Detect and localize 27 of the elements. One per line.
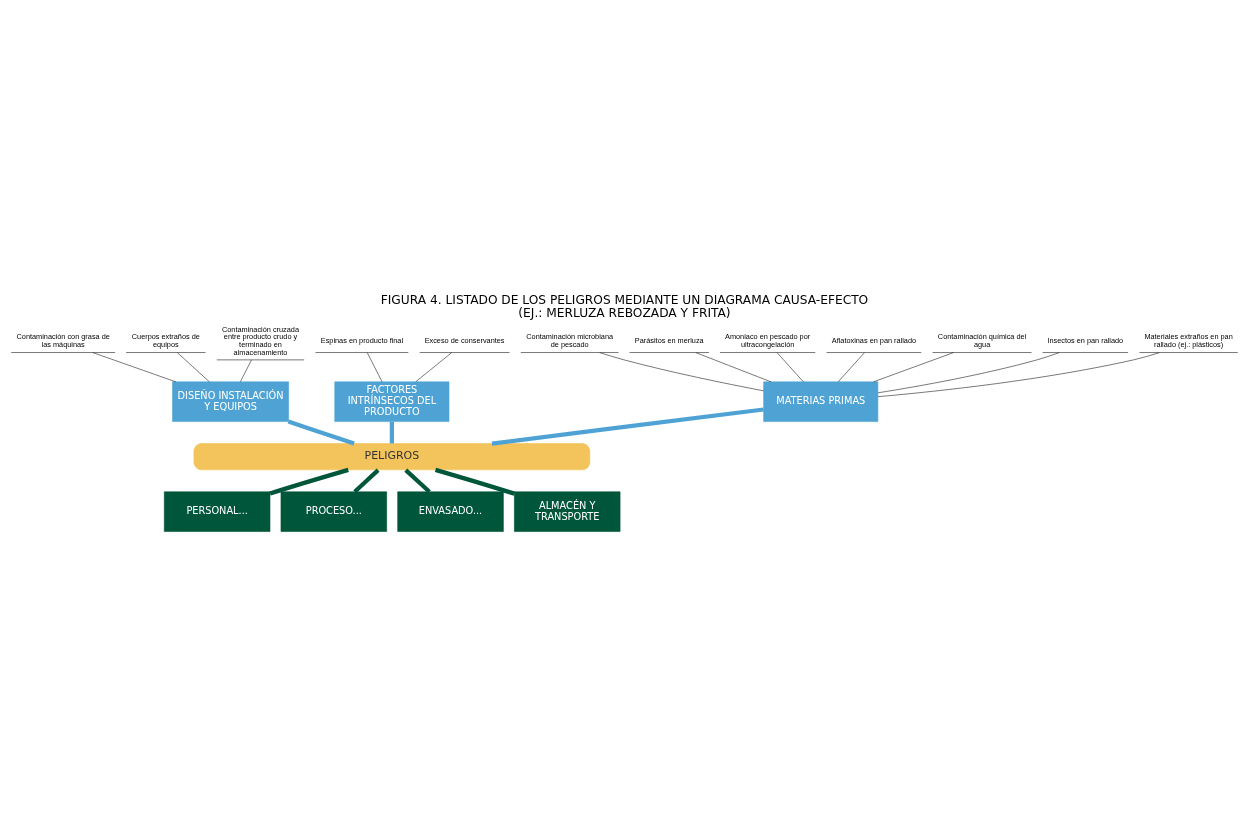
node-box: DISEÑO INSTALACIÓN Y EQUIPOS [172,381,289,422]
connector [177,352,210,383]
connector [873,352,954,383]
connector [415,352,453,383]
node-box: PERSONAL... [163,491,271,532]
node-box: ALMACÉN Y TRANSPORTE [514,491,621,532]
connector [404,468,431,494]
connector [353,468,380,494]
node-box: PELIGROS [193,443,591,471]
connector [389,421,394,444]
connector [599,352,764,392]
connector [491,407,764,446]
connector [434,467,515,496]
node-box: FACTORES INTRÍNSECOS DEL PRODUCTO [334,381,450,422]
connector [269,467,349,496]
node-box: PROCESO... [280,491,387,532]
connector [776,352,804,383]
connector [92,352,177,383]
connector [695,352,772,383]
connector [877,352,1060,394]
diagram-title: FIGURA 4. LISTADO DE LOS PELIGROS MEDIANTE UN DIAGRAMA CAUSA-EFECTO (EJ.: MERLUZA REBOZADA Y FRITA) [380,292,869,321]
connector [367,352,383,383]
connector [877,352,1160,397]
connector [287,419,355,446]
node-box: MATERIAS PRIMAS [763,381,879,422]
node-box: ENVASADO... [397,491,504,532]
connector [837,352,865,383]
